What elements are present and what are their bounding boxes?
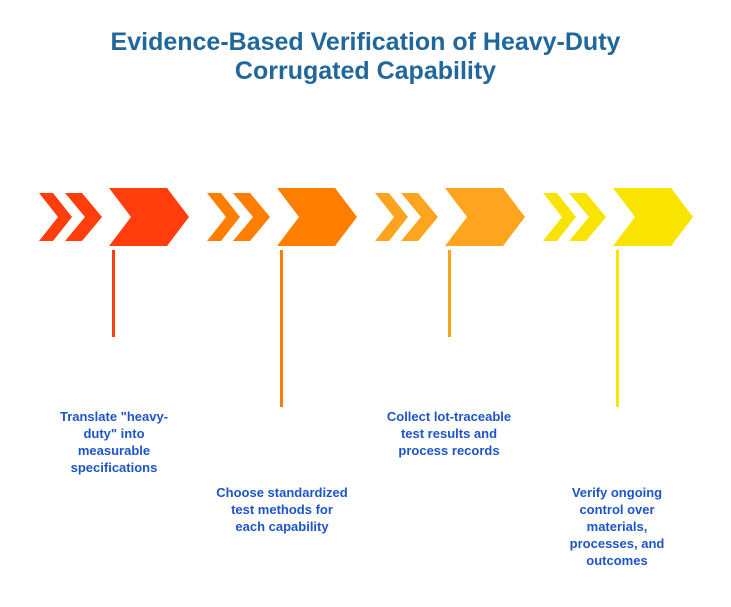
- step-label: Verify ongoing control over materials, p…: [569, 485, 665, 568]
- arrow-large: [613, 188, 693, 246]
- chevron-small: [207, 193, 240, 241]
- chevron-medium: [569, 193, 606, 241]
- chevron-arrows-icon: [207, 188, 357, 246]
- step-group-1: Translate "heavy-duty" into measurable s…: [39, 188, 189, 475]
- connector-line: [616, 250, 619, 407]
- chevron-small: [543, 193, 576, 241]
- connector-line: [280, 250, 283, 407]
- chevron-medium: [65, 193, 102, 241]
- step-group-3: Collect lot-traceable test results and p…: [375, 188, 525, 458]
- chevron-arrows-icon: [375, 188, 525, 246]
- connector-line: [112, 250, 115, 337]
- arrow-large: [445, 188, 525, 246]
- chevron-arrows-icon: [543, 188, 693, 246]
- arrow-large: [277, 188, 357, 246]
- diagram-title: Evidence-Based Verification of Heavy-Dut…: [110, 28, 621, 85]
- connector-line: [448, 250, 451, 337]
- step-group-4: Verify ongoing control over materials, p…: [543, 188, 693, 568]
- chevron-medium: [233, 193, 270, 241]
- step-group-2: Choose standardized test methods for eac…: [207, 188, 357, 534]
- step-label: Collect lot-traceable test results and p…: [386, 409, 512, 458]
- arrow-large: [109, 188, 189, 246]
- chevron-small: [375, 193, 408, 241]
- step-label: Translate "heavy-duty" into measurable s…: [59, 409, 169, 475]
- chevron-arrows-icon: [39, 188, 189, 246]
- chevron-small: [39, 193, 72, 241]
- step-label: Choose standardized test methods for eac…: [216, 485, 348, 534]
- chevron-medium: [401, 193, 438, 241]
